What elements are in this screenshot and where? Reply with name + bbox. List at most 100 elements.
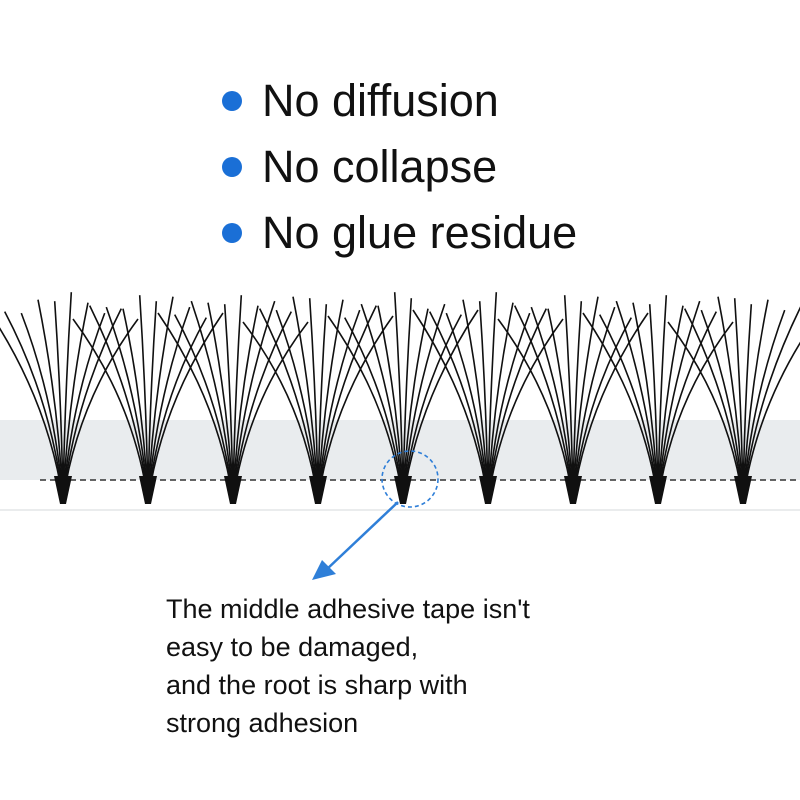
lash-cluster: [327, 292, 479, 504]
lash-fiber: [513, 305, 574, 501]
lash-fiber: [317, 305, 378, 501]
lash-fiber: [53, 301, 64, 501]
lash-root: [734, 476, 752, 504]
lash-fiber: [742, 306, 800, 501]
lash-fiber: [563, 295, 574, 501]
lash-fiber: [487, 302, 514, 501]
lash-root: [479, 476, 497, 504]
lash-fiber: [497, 318, 574, 501]
feature-item: No collapse: [222, 134, 577, 200]
caption: The middle adhesive tape isn't easy to b…: [166, 590, 530, 742]
lash-fiber: [632, 302, 659, 501]
lash-fiber: [317, 299, 344, 501]
lash-fiber: [657, 311, 718, 501]
lash-root: [394, 476, 412, 504]
lash-fiber: [147, 312, 224, 501]
lash-fiber: [232, 295, 243, 501]
lash-fiber: [232, 311, 293, 501]
lash-fiber: [487, 318, 564, 501]
lash-fiber: [88, 305, 149, 501]
lash-fiber: [462, 299, 489, 501]
caption-line: easy to be damaged,: [166, 632, 419, 662]
bullet-dot-icon: [222, 223, 242, 243]
lash-fiber: [402, 309, 479, 501]
lash-fiber: [317, 304, 328, 501]
lash-fiber: [242, 321, 319, 501]
lash-fiber: [717, 296, 744, 501]
lash-fiber: [360, 303, 404, 501]
lash-fiber: [657, 300, 701, 501]
caption-line: and the root is sharp with: [166, 670, 468, 700]
lash-fiber: [308, 298, 319, 501]
bullet-dot-icon: [222, 157, 242, 177]
lash-fiber: [487, 308, 548, 501]
lash-clusters: [0, 292, 800, 504]
lash-fiber: [615, 300, 659, 501]
lash-cluster: [667, 296, 800, 504]
lash-fiber: [478, 301, 489, 501]
caption-line: strong adhesion: [166, 708, 359, 738]
lash-fiber: [733, 298, 744, 501]
lash-fiber: [62, 308, 123, 501]
lash-fiber: [223, 304, 234, 501]
lash-strip-illustration: [0, 292, 800, 580]
lash-fiber: [683, 308, 744, 501]
feature-list: No diffusion No collapse No glue residue: [222, 68, 577, 266]
lash-fiber: [0, 327, 64, 501]
lash-fiber: [3, 311, 64, 501]
lash-fiber: [147, 301, 158, 501]
lash-root: [139, 476, 157, 504]
lash-fiber: [105, 306, 149, 501]
lash-cluster: [497, 295, 649, 504]
feature-label: No glue residue: [262, 207, 578, 258]
lash-fiber: [327, 315, 404, 501]
lash-fiber: [62, 302, 89, 501]
lash-cluster: [72, 295, 224, 504]
lash-root: [649, 476, 667, 504]
lash-fiber: [232, 321, 309, 501]
bullet-dot-icon: [222, 91, 242, 111]
lash-fiber: [742, 304, 753, 501]
lash-fiber: [232, 300, 276, 501]
lash-fiber: [317, 315, 394, 501]
lash-fiber: [62, 318, 139, 501]
lash-fiber: [487, 292, 498, 501]
lash-root: [54, 476, 72, 504]
lash-fiber: [582, 312, 659, 501]
lash-fiber: [657, 305, 684, 501]
feature-label: No diffusion: [262, 75, 499, 126]
lash-fiber: [742, 299, 769, 501]
lash-fiber: [72, 318, 149, 501]
feature-item: No diffusion: [222, 68, 577, 134]
lash-fiber: [157, 312, 234, 501]
caption-line: The middle adhesive tape isn't: [166, 594, 530, 624]
lash-fiber: [657, 295, 668, 501]
lash-cluster: [412, 292, 564, 504]
lash-fiber: [37, 299, 64, 501]
lash-fiber: [207, 302, 234, 501]
lash-fiber: [402, 298, 413, 501]
lash-fiber: [393, 292, 404, 501]
lash-cluster: [582, 295, 734, 504]
feature-item: No glue residue: [222, 200, 577, 266]
lash-fiber: [190, 300, 234, 501]
lash-fiber: [173, 314, 234, 501]
lash-fiber: [292, 296, 319, 501]
lash-fiber: [530, 306, 574, 501]
lash-root: [564, 476, 582, 504]
lash-fiber: [428, 311, 489, 501]
lash-fiber: [62, 292, 73, 501]
lash-fiber: [258, 308, 319, 501]
lash-fiber: [657, 321, 734, 501]
highlight-circle: [381, 450, 439, 508]
lash-fiber: [147, 296, 174, 501]
lash-fiber: [402, 314, 463, 501]
lash-fiber: [412, 309, 489, 501]
lash-cluster: [0, 292, 139, 504]
lash-fiber: [572, 296, 599, 501]
lash-fiber: [377, 305, 404, 501]
lash-fiber: [572, 312, 649, 501]
lash-fiber: [598, 314, 659, 501]
feature-label: No collapse: [262, 141, 498, 192]
lash-fiber: [138, 295, 149, 501]
